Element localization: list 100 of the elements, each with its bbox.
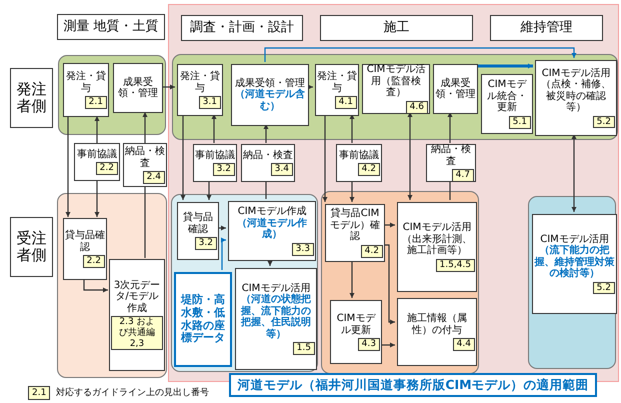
arrow: [83, 279, 108, 292]
section-number-tag: 3.2: [194, 237, 217, 250]
phase-header: [490, 15, 603, 41]
box-text: 事前協議: [77, 148, 117, 160]
box-text: 成果受領・管理: [117, 76, 159, 100]
role-text: 受注者側: [16, 230, 48, 264]
process-box: [481, 74, 533, 134]
box-text: CIMモデル活用: [540, 234, 609, 245]
section-number-tag: 2.3 および共通編2,3: [111, 316, 163, 350]
scope-title: 河道モデル（福井河川国道事務所版CIMモデル）の適用範囲: [229, 373, 597, 397]
process-box: [397, 298, 477, 366]
box-text: CIMモデル統合・更新: [486, 79, 528, 114]
process-box: [109, 259, 165, 371]
box-text: 事前協議: [195, 150, 235, 162]
arrow: [448, 112, 452, 143]
arrow: [322, 114, 328, 202]
process-box: [231, 64, 309, 126]
role-text: 発注者側: [16, 80, 48, 116]
box-text: CIMモデル更新: [336, 313, 377, 336]
box-text: （河道モデル含む）: [234, 89, 306, 112]
process-box: [362, 64, 430, 114]
group-panel: [58, 55, 166, 135]
section-number-tag: 4.1: [334, 96, 357, 109]
legend-swatch: 2.1: [28, 386, 50, 400]
section-number-tag: 4.4: [452, 338, 475, 351]
section-number-tag: 2.4: [142, 171, 165, 184]
box-text: （河道モデル作成）: [236, 218, 308, 241]
box-text: CIMモデル作成: [238, 206, 306, 218]
arrow: [264, 124, 268, 143]
section-number-tag: 1.5: [292, 342, 315, 356]
phase-header: [181, 15, 303, 41]
arrow: [350, 181, 354, 202]
group-panel: [321, 191, 479, 374]
arrow: [383, 222, 395, 228]
arrow: [180, 114, 186, 200]
section-number-tag: 2.2: [96, 162, 118, 176]
process-box: [193, 144, 237, 182]
arrow: [307, 84, 313, 90]
box-text: 納品・検査: [430, 144, 472, 168]
arrow: [408, 112, 412, 200]
process-box: [235, 268, 317, 370]
box-text: 施工情報（属性）の付与: [406, 313, 468, 336]
box-text: 堤防・高水敷・低水路の座標データ: [180, 294, 226, 345]
connector-line: [265, 181, 267, 199]
arrow: [383, 244, 395, 324]
box-text: 発注・貸与: [317, 71, 357, 94]
role-label: [10, 68, 53, 128]
section-number-tag: 2.1: [84, 96, 107, 109]
box-text: 成果受領・管理: [235, 78, 305, 89]
arrow: [142, 112, 148, 143]
section-number-tag: 3.1: [198, 96, 221, 109]
box-text: 貸与品CIMモデル）確認: [329, 208, 381, 243]
section-number-tag: 4.6: [406, 100, 428, 114]
process-box: [325, 204, 385, 262]
arrow: [264, 47, 576, 62]
process-box: [532, 214, 617, 314]
arrow: [217, 226, 226, 230]
box-text: 事前協議: [339, 150, 379, 162]
section-number-tag: 4.7: [452, 169, 474, 182]
legend-text: 対応するガイドライン上の見出し番号: [56, 386, 209, 400]
arrow: [94, 116, 100, 143]
box-text: 納品・検査: [125, 146, 165, 170]
connector-line: [144, 187, 146, 258]
section-number-tag: 3.3: [292, 242, 314, 256]
header-text: 施工: [384, 20, 410, 36]
arrow: [221, 238, 226, 270]
process-box: [63, 218, 107, 280]
process-box: [241, 144, 295, 182]
process-box: [174, 272, 232, 367]
process-box: [74, 143, 120, 181]
arrow: [66, 116, 70, 217]
phase-header: [57, 14, 165, 40]
header-text: 維持管理: [520, 20, 572, 36]
box-text: 貸与品確認: [65, 230, 105, 254]
section-number-tag: 1.5,4.5: [436, 258, 475, 272]
arrow: [212, 114, 216, 143]
section-number-tag: 5.1: [508, 116, 531, 129]
box-text: 3次元データ/モデル作成: [112, 280, 162, 314]
arrow: [268, 259, 272, 266]
arrow: [476, 64, 533, 68]
process-box: [177, 64, 223, 116]
group-panel: [172, 54, 618, 140]
connector-line: [449, 181, 451, 200]
arrow: [350, 114, 354, 143]
phase-header: [320, 15, 473, 41]
box-text: CIMモデル活用（出来形計測、施工計画等）: [401, 222, 473, 257]
section-number-tag: 4.2: [358, 163, 380, 176]
group-panel: [528, 196, 616, 369]
group-panel: [57, 193, 167, 378]
process-box: [426, 144, 476, 182]
process-box: [535, 60, 617, 136]
header-text: 調査・計画・設計: [190, 20, 294, 36]
box-text: 発注・貸与: [179, 71, 221, 94]
section-number-tag: 4.3: [358, 338, 380, 351]
arrow: [94, 181, 100, 217]
box-text: 発注・貸与: [65, 71, 107, 94]
arrow: [206, 181, 212, 200]
process-box: [330, 300, 382, 364]
group-panel: [171, 194, 318, 372]
process-box: [433, 64, 478, 114]
